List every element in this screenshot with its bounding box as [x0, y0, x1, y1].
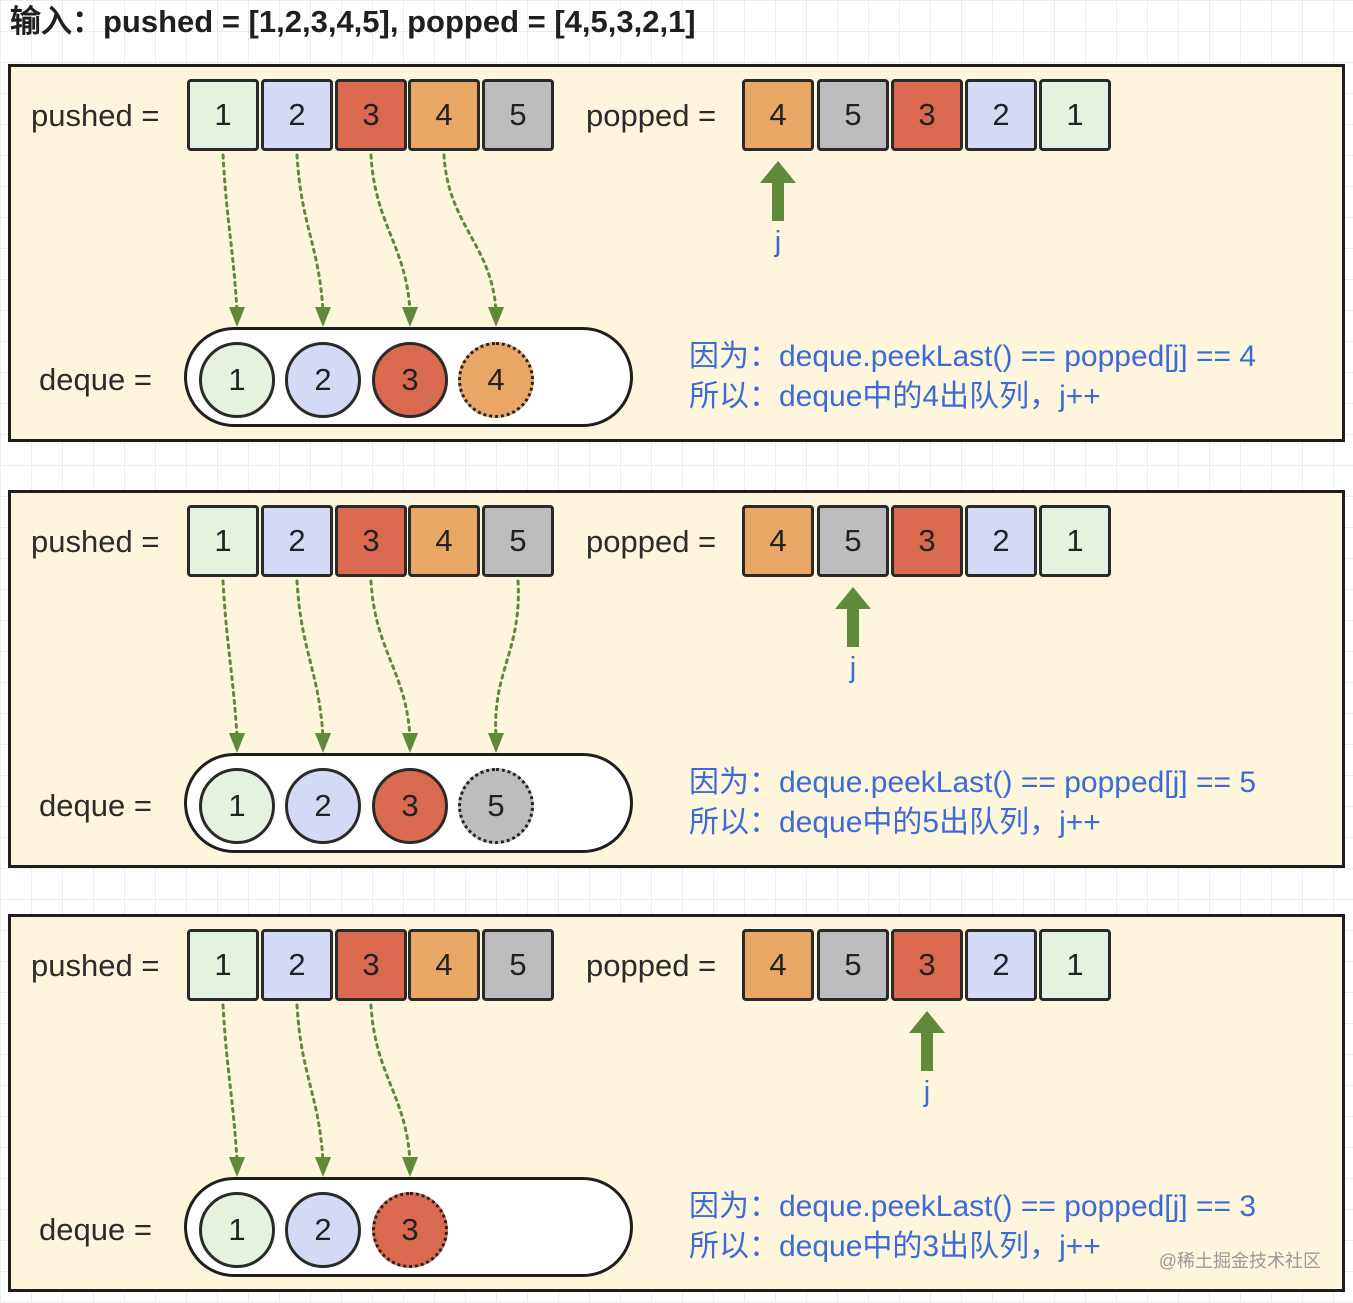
deque-label: deque = — [39, 1212, 152, 1247]
push-arrow-line — [369, 153, 412, 313]
push-arrow-line — [295, 1003, 325, 1163]
push-arrow-line — [295, 579, 325, 739]
arrow-head-icon — [315, 1157, 331, 1177]
push-arrow-line — [221, 1003, 239, 1163]
pushed-cell: 4 — [408, 505, 480, 577]
popped-cell: 2 — [965, 929, 1037, 1001]
result-text: 所以：deque中的3出队列，j++ — [689, 1230, 1101, 1263]
popped-cell: 1 — [1039, 929, 1111, 1001]
deque-item: 3 — [372, 768, 448, 844]
deque-item: 2 — [285, 1192, 361, 1268]
deque-item: 1 — [199, 768, 275, 844]
arrow-head-icon — [488, 733, 504, 753]
reason-text: 因为：deque.peekLast() == popped[j] == 5 — [689, 766, 1257, 799]
pushed-cell: 2 — [261, 79, 333, 151]
pushed-label: pushed = — [31, 948, 160, 983]
deque-item: 2 — [285, 768, 361, 844]
popped-cell: 5 — [817, 505, 889, 577]
arrow-head-icon — [229, 733, 245, 753]
pushed-cell: 4 — [408, 79, 480, 151]
deque-item-popping: 4 — [458, 342, 534, 418]
arrow-head-icon — [229, 1157, 245, 1177]
pushed-cell: 2 — [261, 505, 333, 577]
popped-label: popped = — [586, 948, 717, 983]
pointer-j-label: j — [923, 1076, 931, 1108]
push-arrow-line — [442, 153, 498, 313]
result-text: 所以：deque中的4出队列，j++ — [689, 380, 1101, 413]
deque-item-popping: 5 — [458, 768, 534, 844]
pushed-cell: 1 — [187, 505, 259, 577]
pushed-label: pushed = — [31, 98, 160, 133]
pointer-j-label: j — [849, 652, 857, 684]
popped-cell: 5 — [817, 929, 889, 1001]
pointer-up-arrow-icon — [835, 587, 871, 647]
pushed-cell: 5 — [482, 505, 554, 577]
pushed-cell: 3 — [335, 79, 407, 151]
deque-item: 2 — [285, 342, 361, 418]
pointer-j-label: j — [774, 226, 782, 258]
reason-text: 因为：deque.peekLast() == popped[j] == 4 — [689, 340, 1257, 373]
popped-cell: 4 — [742, 505, 814, 577]
pushed-cell: 5 — [482, 929, 554, 1001]
popped-cell: 1 — [1039, 79, 1111, 151]
popped-cell: 3 — [891, 79, 963, 151]
arrow-head-icon — [402, 307, 418, 327]
watermark: @稀土掘金技术社区 — [1158, 1251, 1321, 1271]
push-arrow-line — [369, 1003, 412, 1163]
deque-item: 3 — [372, 342, 448, 418]
input-title: 输入：pushed = [1,2,3,4,5], popped = [4,5,3… — [10, 4, 696, 39]
push-arrow-line — [295, 153, 325, 313]
reason-text: 因为：deque.peekLast() == popped[j] == 3 — [689, 1190, 1257, 1223]
pushed-cell: 2 — [261, 929, 333, 1001]
pushed-cell: 1 — [187, 79, 259, 151]
pushed-cell: 3 — [335, 929, 407, 1001]
pointer-up-arrow-icon — [909, 1011, 945, 1071]
push-arrow-line — [369, 579, 412, 739]
deque-label: deque = — [39, 788, 152, 823]
push-arrow-line — [221, 579, 239, 739]
popped-cell: 2 — [965, 79, 1037, 151]
arrow-head-icon — [229, 307, 245, 327]
arrow-head-icon — [315, 307, 331, 327]
popped-cell: 2 — [965, 505, 1037, 577]
pushed-cell: 4 — [408, 929, 480, 1001]
push-arrow-line — [494, 579, 520, 739]
popped-cell: 1 — [1039, 505, 1111, 577]
popped-cell: 4 — [742, 79, 814, 151]
deque-item: 1 — [199, 342, 275, 418]
popped-label: popped = — [586, 524, 717, 559]
pushed-cell: 3 — [335, 505, 407, 577]
arrow-head-icon — [402, 733, 418, 753]
popped-cell: 4 — [742, 929, 814, 1001]
result-text: 所以：deque中的5出队列，j++ — [689, 806, 1101, 839]
pushed-cell: 1 — [187, 929, 259, 1001]
arrow-head-icon — [488, 307, 504, 327]
deque-label: deque = — [39, 362, 152, 397]
popped-cell: 5 — [817, 79, 889, 151]
deque-item-popping: 3 — [372, 1192, 448, 1268]
arrow-head-icon — [402, 1157, 418, 1177]
pushed-label: pushed = — [31, 524, 160, 559]
popped-label: popped = — [586, 98, 717, 133]
arrow-head-icon — [315, 733, 331, 753]
pointer-up-arrow-icon — [760, 161, 796, 221]
pushed-cell: 5 — [482, 79, 554, 151]
deque-item: 1 — [199, 1192, 275, 1268]
popped-cell: 3 — [891, 505, 963, 577]
popped-cell: 3 — [891, 929, 963, 1001]
push-arrow-line — [221, 153, 239, 313]
